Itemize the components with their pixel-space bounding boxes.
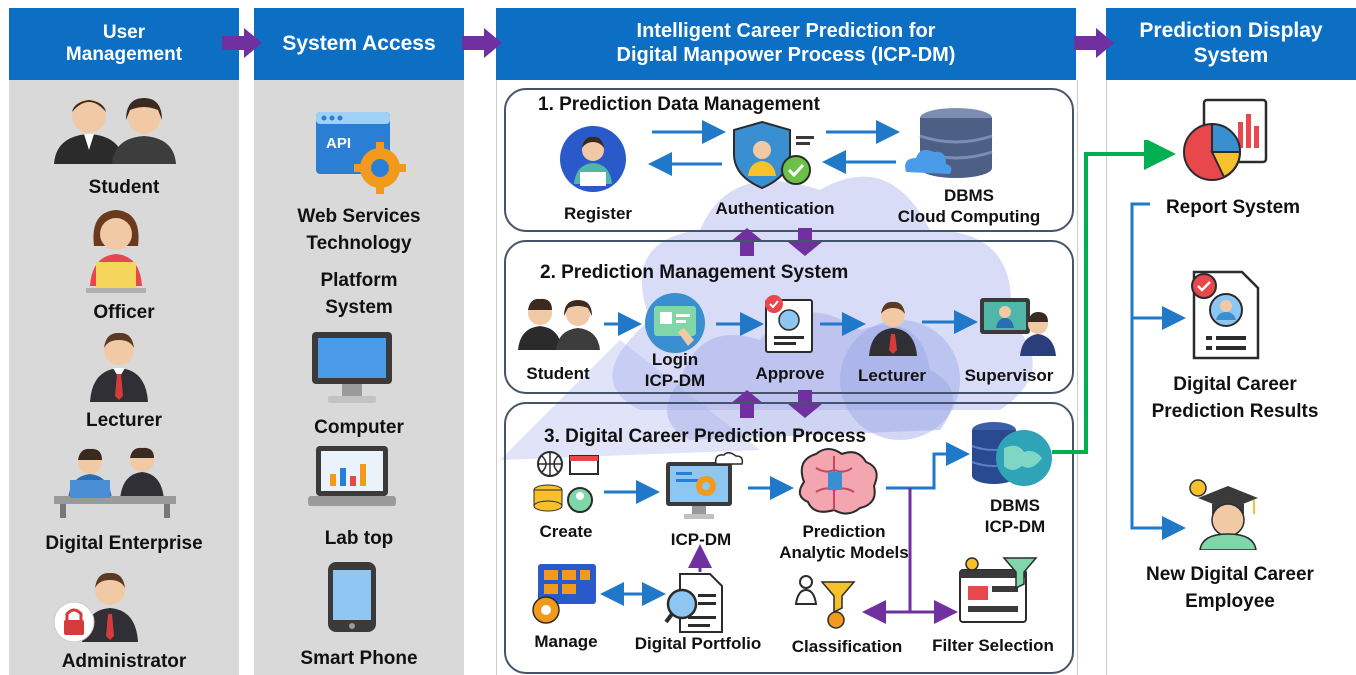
- s3-label-create: Create: [539, 522, 593, 541]
- s3-dbms-line2: ICP-DM: [984, 516, 1046, 536]
- display-label-report: Report System: [1165, 197, 1301, 218]
- s2-label-supervisor: Supervisor: [964, 366, 1054, 385]
- officer-icon: [80, 206, 152, 294]
- system-access-header: System Access: [254, 8, 464, 80]
- s3-flow-arrows: [600, 442, 970, 624]
- access-label-web-services: Web Services Technology: [297, 206, 421, 254]
- section-prediction-management-system: [504, 240, 1074, 394]
- digital-portfolio-icon: [664, 572, 726, 634]
- s2-student-icon: [512, 298, 604, 350]
- laptop-icon: [306, 444, 398, 512]
- s3-label-filter: Filter Selection: [932, 636, 1054, 655]
- classification-icon: [792, 574, 858, 630]
- lecturer-icon: [86, 330, 152, 402]
- s3-dbms-line1: DBMS: [989, 496, 1041, 515]
- icp-dm-computer-icon: [662, 452, 746, 522]
- s1-label-authentication: Authentication: [715, 199, 835, 218]
- section2-title: 2. Prediction Management System: [540, 262, 849, 283]
- s1-s2-down-arrow: [788, 228, 822, 256]
- login-icon: [638, 292, 712, 354]
- green-connector-arrow: [1052, 140, 1176, 454]
- dbms-icp-dm-icon: [968, 418, 1054, 490]
- prediction-models-icon: [794, 446, 886, 518]
- access-label-laptop: Lab top: [324, 528, 394, 549]
- display-label-results: Digital Career Prediction Results: [1151, 374, 1319, 422]
- s3-label-models: Prediction Analytic Models: [764, 522, 924, 563]
- s2-label-lecturer: Lecturer: [857, 366, 927, 385]
- filter-selection-icon: [958, 556, 1038, 626]
- s1-label-register: Register: [563, 204, 633, 223]
- access-label-smartphone: Smart Phone: [300, 648, 418, 669]
- icp-dm-header: Intelligent Career Prediction for Digita…: [496, 8, 1076, 80]
- prediction-display-panel: [1106, 80, 1356, 675]
- icp-dm-title-line1: Intelligent Career Prediction for: [636, 20, 936, 43]
- digital-enterprise-icon: [50, 446, 180, 518]
- report-system-icon: [1180, 96, 1270, 186]
- user-label-officer: Officer: [93, 302, 155, 323]
- flow-arrow-3: [1074, 28, 1114, 58]
- supervisor-icon: [978, 294, 1058, 356]
- s1-s2-up-arrow: [730, 228, 764, 256]
- approve-icon: [762, 294, 816, 354]
- user-management-header: User Management: [9, 8, 239, 80]
- prediction-display-title: Prediction Display System: [1139, 19, 1323, 67]
- s2-login-line2: ICP-DM: [644, 370, 706, 390]
- system-access-title: System Access: [282, 31, 436, 55]
- register-icon: [558, 124, 628, 194]
- section-digital-career-prediction-process: [504, 402, 1074, 674]
- flow-arrow-1: [222, 28, 262, 58]
- smartphone-icon: [326, 560, 378, 634]
- display-label-new-employee: New Digital Career Employee: [1146, 564, 1314, 612]
- s3-label-portfolio: Digital Portfolio: [634, 634, 762, 653]
- section1-title: 1. Prediction Data Management: [538, 94, 820, 115]
- s2-label-login: Login ICP-DM: [620, 350, 730, 391]
- section-prediction-data-management: [504, 88, 1074, 232]
- display-blue-connector: [1130, 202, 1186, 540]
- access-label-computer: Computer: [314, 417, 404, 438]
- s2-s3-down-arrow: [788, 390, 822, 418]
- s2-lecturer-icon: [866, 300, 920, 356]
- section3-title: 3. Digital Career Prediction Process: [544, 426, 867, 447]
- api-icon: API: [314, 110, 410, 196]
- manage-icon: [530, 562, 600, 624]
- user-label-student: Student: [88, 177, 160, 198]
- access-label-platform: Platform System: [320, 270, 398, 318]
- user-label-administrator: Administrator: [61, 651, 187, 672]
- user-label-digital-enterprise: Digital Enterprise: [45, 533, 203, 554]
- s2-flow-arrows: [604, 310, 978, 336]
- s1-dbms-line2: Cloud Computing: [897, 206, 1041, 226]
- svg-text:API: API: [326, 135, 351, 152]
- student-icon: [44, 94, 184, 164]
- s3-label-classification: Classification: [791, 637, 903, 656]
- computer-icon: [310, 330, 394, 406]
- authentication-icon: [728, 118, 818, 192]
- cloud-background-decoration: [500, 120, 1070, 520]
- user-label-lecturer: Lecturer: [85, 410, 163, 431]
- s1-label-dbms: DBMS Cloud Computing: [864, 186, 1074, 227]
- s3-label-manage: Manage: [534, 632, 598, 651]
- s3-models-line1: Prediction: [802, 522, 886, 541]
- prediction-results-icon: [1188, 270, 1262, 360]
- new-employee-icon: [1186, 478, 1260, 550]
- s2-label-approve: Approve: [755, 364, 825, 383]
- s3-models-line2: Analytic Models: [779, 542, 909, 562]
- user-management-title: User Management: [65, 21, 183, 65]
- icp-dm-title-line2: Digital Manpower Process (ICP-DM): [616, 44, 956, 66]
- s1-dbms-line1: DBMS: [943, 186, 995, 205]
- create-icon: [530, 450, 602, 514]
- s3-label-icp-dm: ICP-DM: [670, 530, 732, 549]
- administrator-icon: [52, 570, 152, 642]
- s2-label-student: Student: [526, 364, 590, 383]
- s2-login-line1: Login: [651, 350, 699, 369]
- dbms-cloud-icon: [900, 106, 996, 184]
- s2-s3-up-arrow: [730, 390, 764, 418]
- flow-arrow-2: [462, 28, 502, 58]
- s3-label-dbms: DBMS ICP-DM: [960, 496, 1070, 537]
- s1-flow-arrows: [648, 120, 900, 176]
- prediction-display-header: Prediction Display System: [1106, 8, 1356, 80]
